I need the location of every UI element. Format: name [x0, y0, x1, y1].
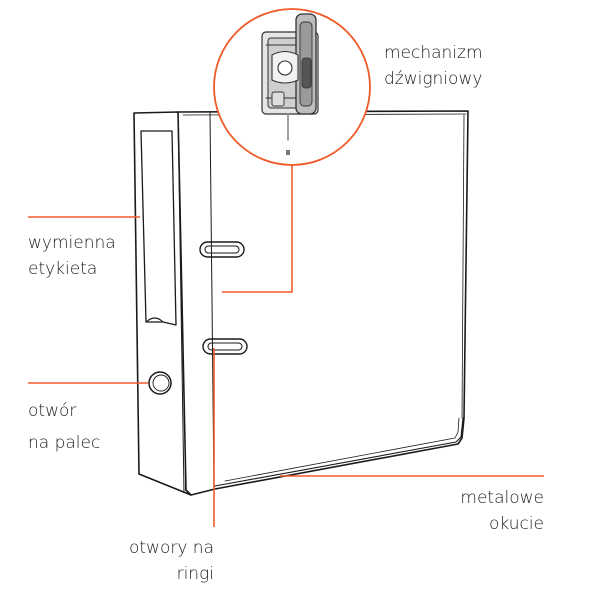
callout-finger-hole-line2: na palec [28, 433, 101, 453]
callout-label-window-line2: etykieta [28, 259, 98, 279]
callout-metal-edge-line2: okucie [488, 514, 544, 534]
mechanism-magnifier [213, 8, 371, 166]
callout-ring-holes: otwory na ringi [100, 535, 214, 587]
finger-hole [148, 371, 172, 395]
callout-metal-edge: metalowe okucie [420, 485, 544, 537]
callout-mechanism: mechanizm dźwigniowy [384, 40, 483, 92]
callout-line-mechanism [222, 165, 293, 293]
back-cover-line [461, 114, 465, 419]
callout-finger-hole-line1: otwór [28, 401, 77, 421]
metal-edge-strip-inner [224, 417, 460, 482]
callout-finger-hole: otwór na palec [28, 398, 100, 456]
binder [133, 110, 469, 496]
metal-edge-strip [214, 417, 464, 487]
callout-label-window-line1: wymienna [28, 233, 116, 253]
ring-hole-bottom [202, 338, 248, 355]
ring-hole-top [199, 241, 245, 258]
label-window-notch [145, 317, 164, 323]
callout-ring-holes-line2: ringi [176, 564, 214, 584]
callout-mechanism-line1: mechanizm [384, 43, 483, 63]
callout-lines [28, 165, 544, 527]
callout-mechanism-line2: dźwigniowy [384, 69, 483, 89]
binder-front-cover [177, 110, 469, 496]
label-window [140, 130, 177, 326]
lever-mechanism-icon [261, 13, 319, 155]
callout-ring-holes-line1: otwory na [128, 538, 214, 558]
callout-label-window: wymienna etykieta [28, 230, 116, 282]
finger-hole-inner [152, 374, 170, 392]
callout-metal-edge-line1: metalowe [460, 488, 544, 508]
